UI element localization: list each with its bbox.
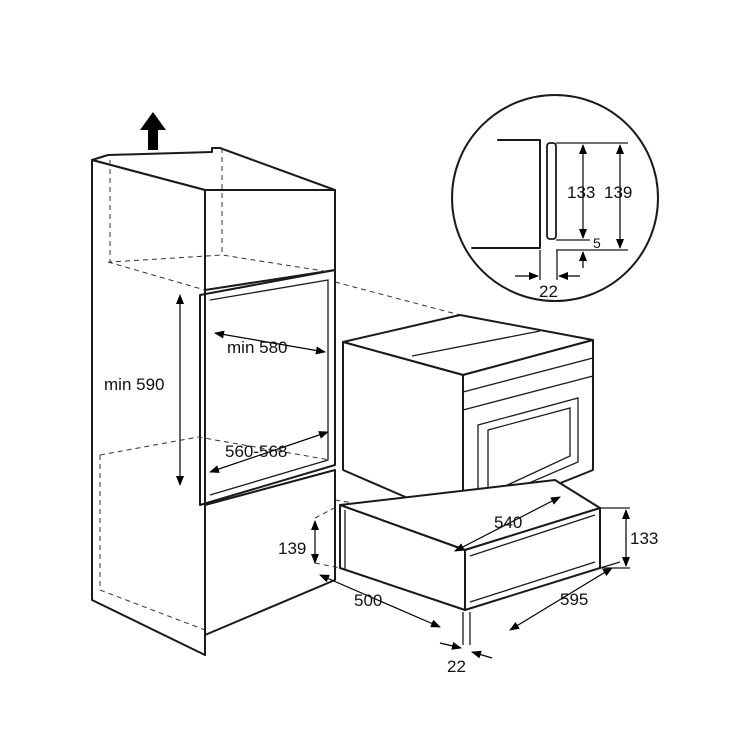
label-595: 595 — [560, 590, 588, 609]
dimension-lines — [176, 294, 630, 659]
label-540: 540 — [494, 513, 522, 532]
label-detail-22: 22 — [539, 282, 558, 301]
label-detail-5: 5 — [593, 235, 601, 251]
label-detail-133: 133 — [567, 183, 595, 202]
label-min-590: min 590 — [104, 375, 164, 394]
up-arrow-icon — [140, 112, 166, 150]
label-min-580: min 580 — [227, 338, 287, 357]
tall-cabinet — [91, 147, 461, 656]
label-133-right: 133 — [630, 529, 658, 548]
label-detail-139: 139 — [604, 183, 632, 202]
label-560-568: 560-568 — [225, 442, 287, 461]
oven-unit — [342, 314, 594, 523]
label-500: 500 — [354, 591, 382, 610]
dimension-labels: min 590 min 580 560-568 139 500 22 540 5… — [104, 183, 658, 676]
detail-inset — [451, 94, 659, 302]
label-22-bottom: 22 — [447, 657, 466, 676]
label-139-left: 139 — [278, 539, 306, 558]
